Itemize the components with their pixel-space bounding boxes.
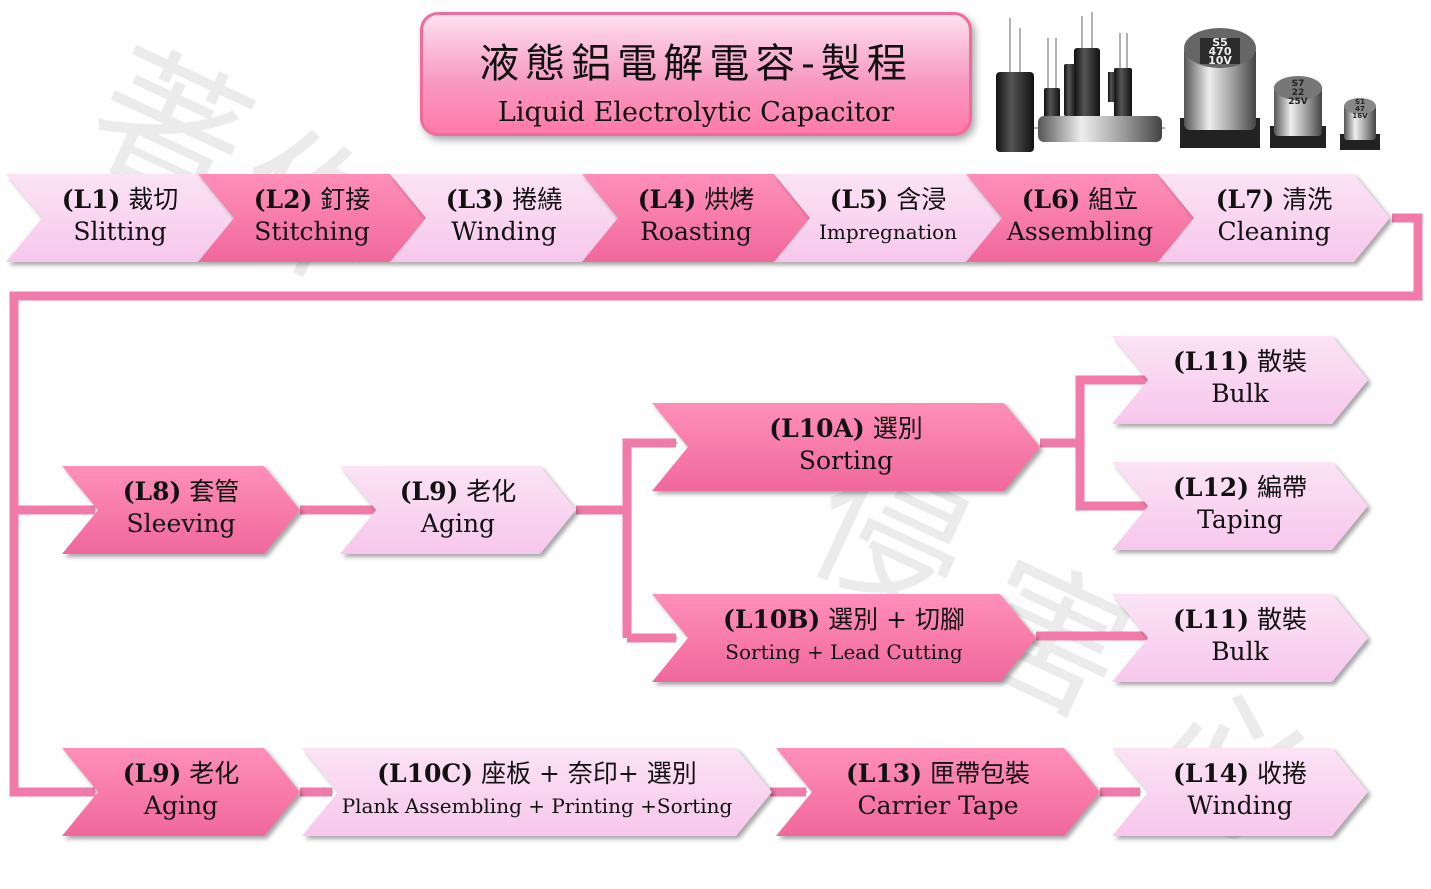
cap-mid-label-2: 22 (1292, 88, 1305, 98)
title-english: Liquid Electrolytic Capacitor (497, 97, 895, 128)
flow-connectors (9, 213, 1423, 797)
connector-to-l10a (622, 438, 678, 638)
cap-big-label-1: S5 (1212, 36, 1228, 49)
title-chinese: 液態鋁電解電容-製程 (479, 41, 913, 87)
cap-big-label-2: 470 (1209, 45, 1232, 58)
cap-big-label-3: 10V (1208, 54, 1232, 67)
cap-small-label-3: 16V (1352, 112, 1368, 120)
connector-to-l12 (1075, 443, 1150, 511)
connector-l7-return (9, 213, 1423, 797)
cap-small-label-1: S1 (1355, 98, 1365, 106)
process-diagram: 著 作 侵 害 必 (0, 12, 1423, 881)
cap-small-label-2: 47 (1355, 105, 1365, 113)
title-banner: 液態鋁電解電容-製程 Liquid Electrolytic Capacitor (420, 12, 972, 136)
capacitor-illustration: S5 470 10V S7 22 25V S1 47 16V (996, 12, 1380, 152)
cap-mid-label-3: 25V (1288, 97, 1308, 107)
cap-mid-label-1: S7 (1292, 79, 1305, 89)
